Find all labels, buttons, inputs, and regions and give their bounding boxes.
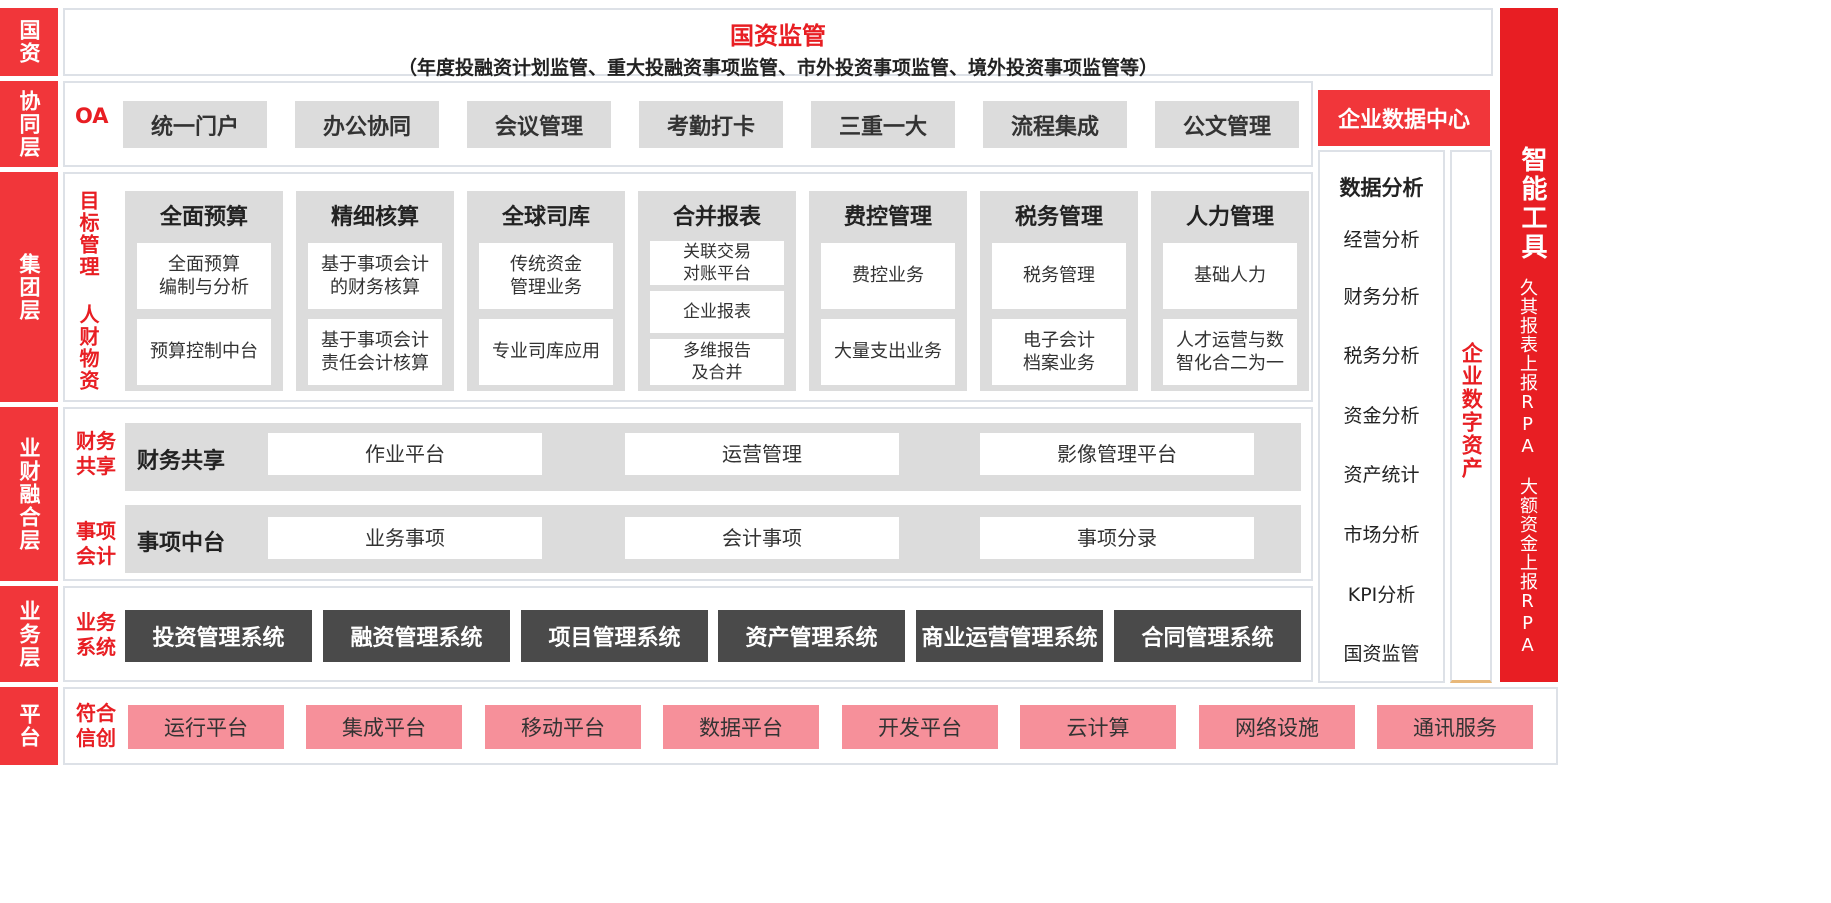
layer-yecai: 业财融合层	[0, 407, 58, 581]
module-consolidation: 合并报表 关联交易 对账平台 企业报表 多维报告 及合并	[638, 191, 796, 391]
tools-items: 久其报表上报RPA 大额资金上报RPA	[1517, 278, 1538, 657]
module-expense: 费控管理 费控业务 大量支出业务	[809, 191, 967, 391]
module-item[interactable]: 电子会计 档案业务	[992, 319, 1126, 385]
module-treasury: 全球司库 传统资金 管理业务 专业司库应用	[467, 191, 625, 391]
platform-item[interactable]: 通讯服务	[1377, 705, 1533, 749]
oa-item[interactable]: 统一门户	[123, 101, 267, 148]
finance-item[interactable]: 影像管理平台	[980, 433, 1254, 475]
finance-panel: 财务 共享 财务共享 作业平台 运营管理 影像管理平台 事项 会计 事项中台 业…	[63, 407, 1313, 581]
platform-item[interactable]: 网络设施	[1199, 705, 1355, 749]
group-label: 目标管理 人财物资	[76, 190, 100, 392]
platform-panel: 符合 信创 运行平台 集成平台 移动平台 数据平台 开发平台 云计算 网络设施 …	[63, 687, 1558, 765]
module-item[interactable]: 全面预算 编制与分析	[137, 243, 271, 309]
digital-assets-label: 企业数字资产	[1459, 342, 1484, 480]
analysis-item[interactable]: 经营分析	[1343, 229, 1420, 251]
finance-item[interactable]: 业务事项	[268, 517, 542, 559]
module-item[interactable]: 费控业务	[821, 243, 955, 309]
module-tax: 税务管理 税务管理 电子会计 档案业务	[980, 191, 1138, 391]
guozi-panel: 国资监管 （年度投融资计划监管、重大投融资事项监管、市外投资事项监管、境外投资事…	[63, 8, 1493, 79]
layer-jituan: 集团层	[0, 172, 58, 402]
finance-item[interactable]: 事项分录	[980, 517, 1254, 559]
business-label: 业务 系统	[76, 610, 116, 659]
analysis-item[interactable]: 国资监管	[1343, 643, 1420, 665]
module-item[interactable]: 基础人力	[1163, 243, 1297, 309]
oa-panel: OA 统一门户 办公协同 会议管理 考勤打卡 三重一大 流程集成 公文管理	[63, 81, 1313, 167]
finance-row-label: 财务 共享	[76, 429, 116, 478]
finance-item[interactable]: 作业平台	[268, 433, 542, 475]
oa-item[interactable]: 公文管理	[1155, 101, 1299, 148]
group-panel: 目标管理 人财物资 全面预算 全面预算 编制与分析 预算控制中台 精细核算 基于…	[63, 172, 1313, 402]
business-panel: 业务 系统 投资管理系统 融资管理系统 项目管理系统 资产管理系统 商业运营管理…	[63, 586, 1313, 682]
layer-xietong: 协同层	[0, 81, 58, 167]
platform-item[interactable]: 数据平台	[663, 705, 819, 749]
module-title: 精细核算	[330, 205, 419, 230]
finance-item[interactable]: 会计事项	[625, 517, 899, 559]
oa-item[interactable]: 考勤打卡	[639, 101, 783, 148]
layer-yewu: 业务层	[0, 586, 58, 682]
module-title: 合并报表	[672, 205, 761, 230]
analysis-title: 数据分析	[1339, 176, 1424, 200]
module-item[interactable]: 基于事项会计 责任会计核算	[308, 319, 442, 385]
guozi-title: 国资监管	[730, 22, 826, 50]
event-center-row: 事项中台 业务事项 会计事项 事项分录	[125, 505, 1301, 573]
platform-item[interactable]: 开发平台	[842, 705, 998, 749]
module-accounting: 精细核算 基于事项会计 的财务核算 基于事项会计 责任会计核算	[296, 191, 454, 391]
analysis-item[interactable]: 资金分析	[1343, 405, 1420, 427]
business-system[interactable]: 投资管理系统	[125, 610, 312, 662]
platform-item[interactable]: 集成平台	[306, 705, 462, 749]
module-hr: 人力管理 基础人力 人才运营与数 智化合二为一	[1151, 191, 1309, 391]
module-item[interactable]: 关联交易 对账平台	[650, 241, 784, 285]
oa-label: OA	[75, 104, 109, 128]
module-title: 税务管理	[1014, 205, 1103, 230]
platform-item[interactable]: 运行平台	[128, 705, 284, 749]
guozi-subtitle: （年度投融资计划监管、重大投融资事项监管、市外投资事项监管、境外投资事项监管等）	[397, 57, 1158, 79]
business-system[interactable]: 融资管理系统	[323, 610, 510, 662]
finance-item[interactable]: 运营管理	[625, 433, 899, 475]
data-analysis-panel: 数据分析 经营分析 财务分析 税务分析 资金分析 资产统计 市场分析 KPI分析…	[1318, 150, 1445, 683]
module-title: 全球司库	[501, 205, 590, 230]
module-item[interactable]: 企业报表	[650, 291, 784, 333]
finance-row-label: 事项 会计	[76, 519, 116, 568]
business-system[interactable]: 项目管理系统	[521, 610, 708, 662]
module-title: 全面预算	[159, 205, 248, 230]
module-title: 人力管理	[1185, 205, 1274, 230]
platform-item[interactable]: 云计算	[1020, 705, 1176, 749]
tools-title: 智能工具	[1517, 146, 1547, 262]
platform-label: 符合 信创	[76, 701, 116, 750]
analysis-item[interactable]: KPI分析	[1347, 584, 1416, 606]
finance-row-name: 财务共享	[137, 449, 226, 474]
digital-assets-panel: 企业数字资产	[1450, 150, 1492, 683]
module-item[interactable]: 预算控制中台	[137, 319, 271, 385]
data-center-title[interactable]: 企业数据中心	[1318, 90, 1490, 146]
oa-item[interactable]: 会议管理	[467, 101, 611, 148]
analysis-item[interactable]: 税务分析	[1343, 345, 1420, 367]
oa-item[interactable]: 三重一大	[811, 101, 955, 148]
layer-pingtai: 平台	[0, 687, 58, 765]
analysis-item[interactable]: 财务分析	[1343, 286, 1420, 308]
layer-guozi: 国资	[0, 8, 58, 76]
module-item[interactable]: 传统资金 管理业务	[479, 243, 613, 309]
tools-panel: 智能工具 久其报表上报RPA 大额资金上报RPA	[1500, 8, 1558, 682]
business-system[interactable]: 商业运营管理系统	[916, 610, 1103, 662]
module-item[interactable]: 大量支出业务	[821, 319, 955, 385]
module-item[interactable]: 税务管理	[992, 243, 1126, 309]
module-budget: 全面预算 全面预算 编制与分析 预算控制中台	[125, 191, 283, 391]
platform-item[interactable]: 移动平台	[485, 705, 641, 749]
module-title: 费控管理	[843, 205, 932, 230]
finance-row-name: 事项中台	[137, 531, 226, 556]
module-item[interactable]: 人才运营与数 智化合二为一	[1163, 319, 1297, 385]
module-item[interactable]: 专业司库应用	[479, 319, 613, 385]
finance-share-row: 财务共享 作业平台 运营管理 影像管理平台	[125, 423, 1301, 491]
analysis-item[interactable]: 市场分析	[1343, 524, 1420, 546]
module-item[interactable]: 多维报告 及合并	[650, 339, 784, 385]
business-system[interactable]: 资产管理系统	[718, 610, 905, 662]
oa-item[interactable]: 流程集成	[983, 101, 1127, 148]
business-system[interactable]: 合同管理系统	[1114, 610, 1301, 662]
oa-item[interactable]: 办公协同	[295, 101, 439, 148]
module-item[interactable]: 基于事项会计 的财务核算	[308, 243, 442, 309]
analysis-item[interactable]: 资产统计	[1343, 464, 1420, 486]
